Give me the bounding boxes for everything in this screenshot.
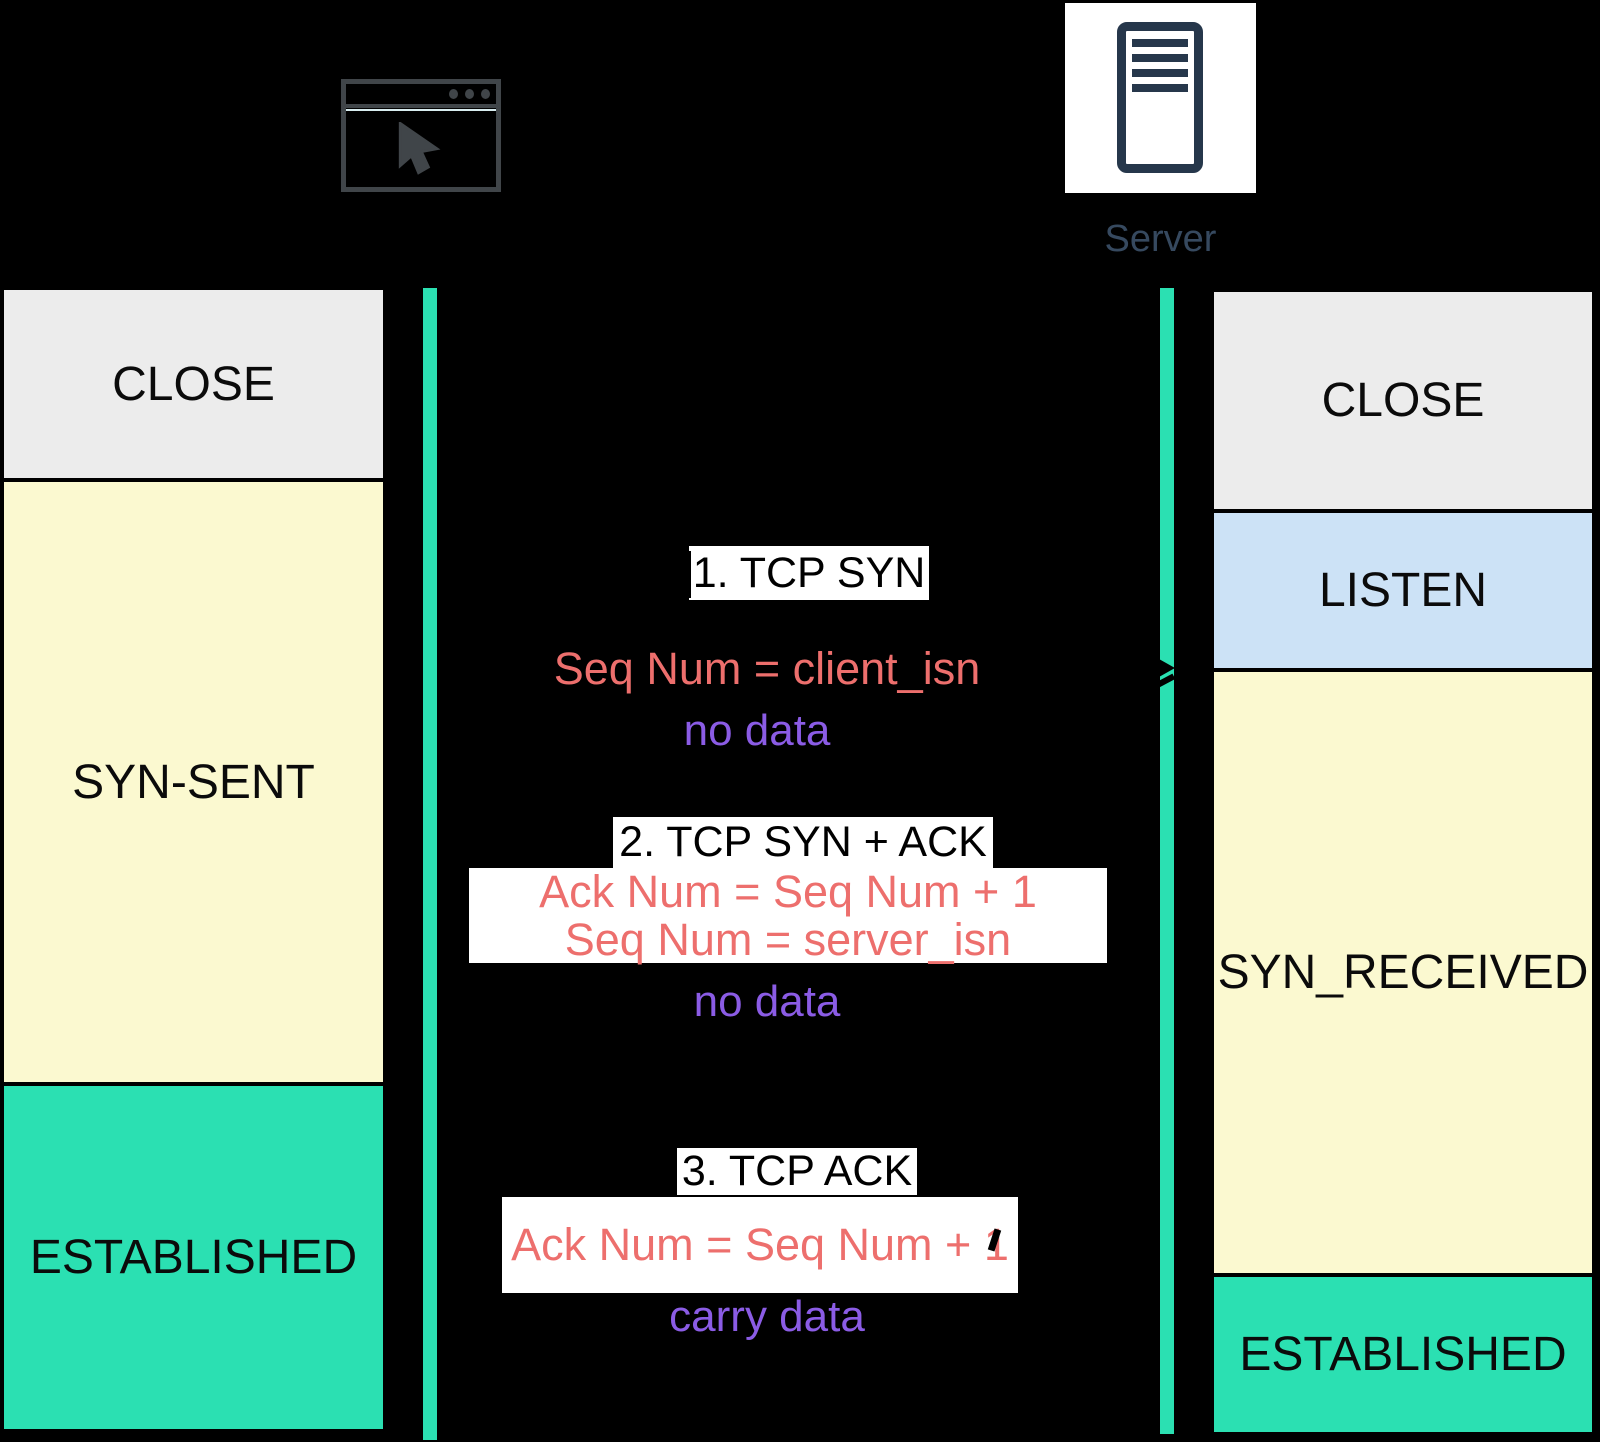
state-label: SYN_RECEIVED bbox=[1217, 946, 1589, 999]
server-state-listen: LISTEN bbox=[1212, 511, 1594, 670]
message1-seq-value: Seq Num = client_isn bbox=[553, 643, 981, 694]
server-slot-icon bbox=[1132, 84, 1188, 92]
mouse-cursor-icon bbox=[398, 122, 441, 175]
server-tower-icon bbox=[1117, 22, 1203, 173]
client-state-established: ESTABLISHED bbox=[2, 1084, 385, 1431]
server-label: Server bbox=[1104, 218, 1217, 260]
message3-ack-value: Ack Num = Seq Num + 1 bbox=[511, 1219, 1009, 1270]
server-state-syn-received: SYN_RECEIVED bbox=[1212, 670, 1594, 1275]
message3-values-box: Ack Num = Seq Num + 1 bbox=[502, 1197, 1018, 1293]
server-icon-tile bbox=[1065, 3, 1256, 193]
browser-titlebar-divider bbox=[346, 109, 496, 111]
state-label: CLOSE bbox=[1321, 374, 1485, 427]
state-label: ESTABLISHED bbox=[1239, 1328, 1567, 1381]
arrow1-arrowhead-fragment bbox=[1159, 659, 1175, 677]
browser-window-dots-icon bbox=[449, 89, 490, 99]
message2-step-label: 2. TCP SYN + ACK bbox=[613, 817, 993, 868]
message3-data-note: carry data bbox=[669, 1292, 865, 1341]
message2-data-note: no data bbox=[693, 977, 841, 1026]
message1-step-label: 1. TCP SYN bbox=[689, 546, 929, 600]
message1-step-text: 1. TCP SYN bbox=[692, 548, 926, 597]
message2-ack-value: Ack Num = Seq Num + 1 bbox=[539, 865, 1037, 917]
message3-step-text: 3. TCP ACK bbox=[681, 1147, 913, 1195]
server-slot-icon bbox=[1132, 69, 1188, 77]
message2-values-box: Ack Num = Seq Num + 1 Seq Num = server_i… bbox=[469, 865, 1107, 965]
server-slot-icon bbox=[1132, 39, 1188, 47]
server-state-established: ESTABLISHED bbox=[1212, 1275, 1594, 1434]
state-label: SYN-SENT bbox=[72, 755, 315, 809]
server-lifeline bbox=[1160, 288, 1174, 1434]
state-label: LISTEN bbox=[1318, 564, 1488, 617]
arrow1-shaft-fragment bbox=[687, 551, 691, 598]
state-label: ESTABLISHED bbox=[29, 1231, 358, 1284]
message2-step-text: 2. TCP SYN + ACK bbox=[619, 818, 987, 866]
client-lifeline bbox=[423, 288, 437, 1440]
message1-data-note: no data bbox=[683, 706, 831, 755]
state-label: CLOSE bbox=[112, 357, 275, 411]
message2-seq-value: Seq Num = server_isn bbox=[564, 913, 1012, 965]
message3-step-label: 3. TCP ACK bbox=[677, 1147, 917, 1195]
client-state-close: CLOSE bbox=[2, 288, 385, 480]
browser-titlebar bbox=[346, 84, 496, 108]
client-state-syn-sent: SYN-SENT bbox=[2, 480, 385, 1084]
server-state-close: CLOSE bbox=[1212, 290, 1594, 511]
server-slot-icon bbox=[1132, 54, 1188, 62]
client-browser-icon bbox=[341, 79, 501, 192]
